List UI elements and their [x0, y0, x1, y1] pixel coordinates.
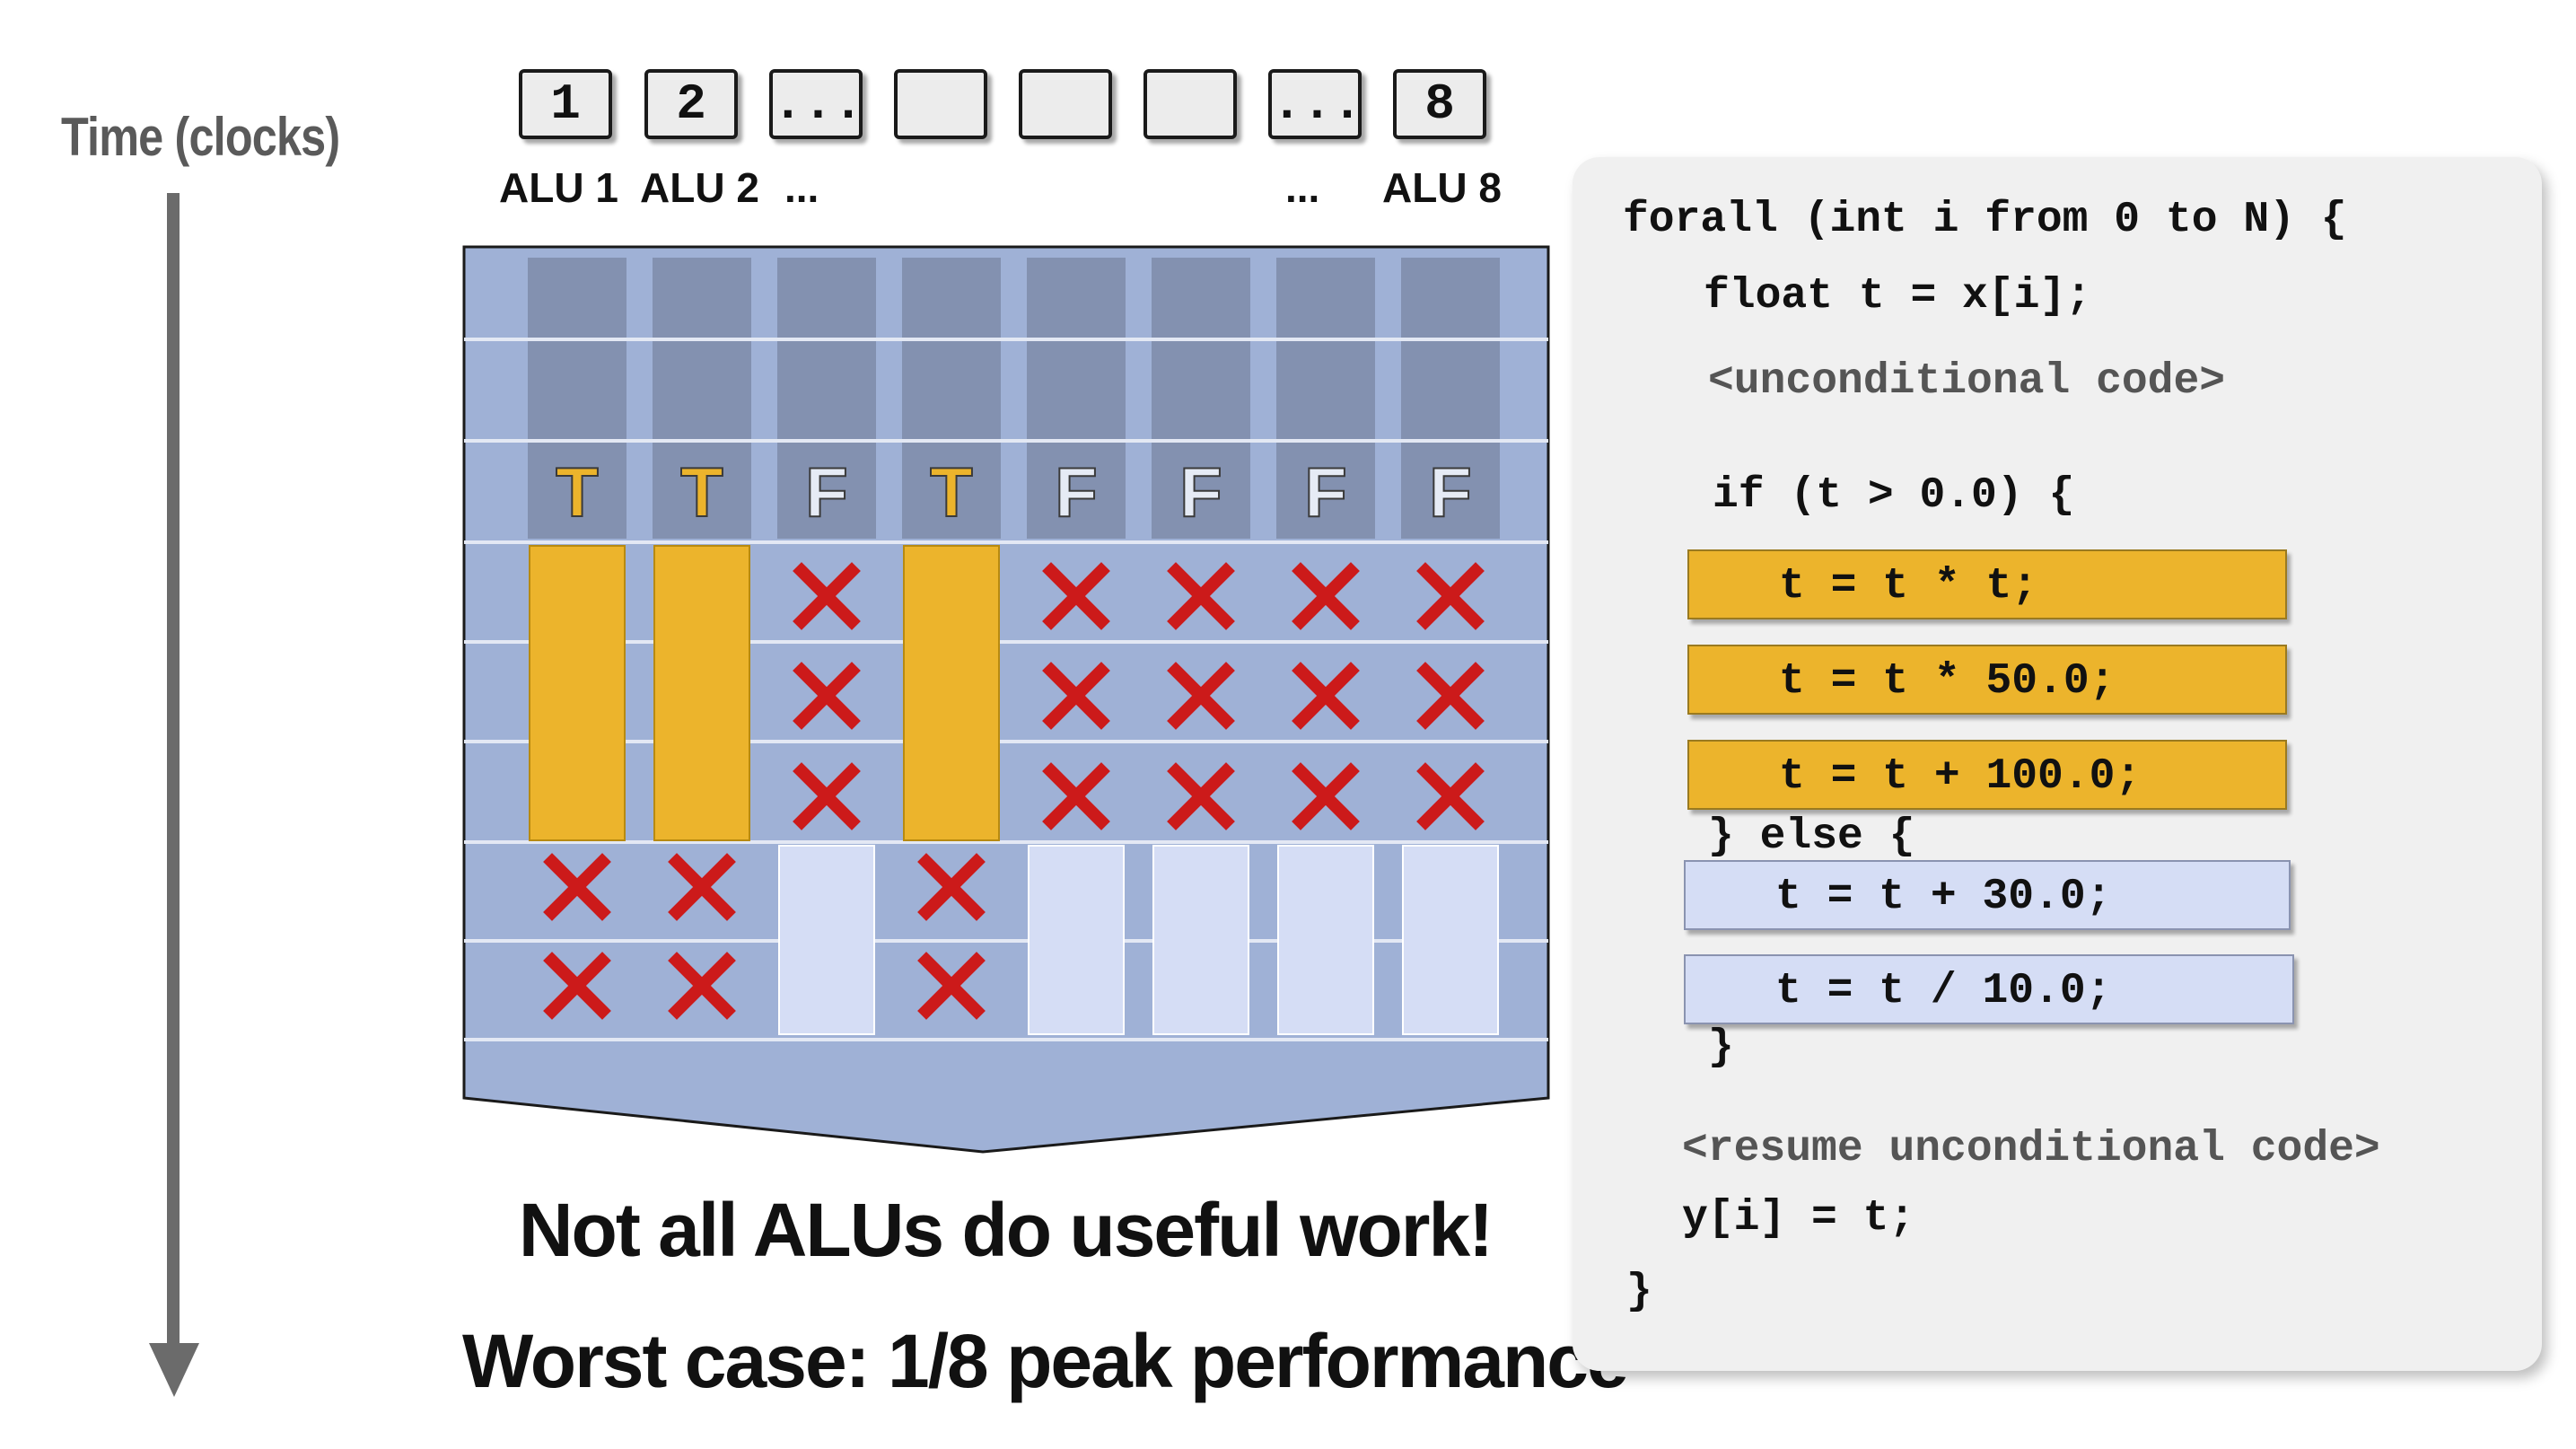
lane-8-else-branch-block	[1402, 845, 1499, 1035]
lane-5-if-masked-1	[1042, 562, 1110, 630]
alu-box-3: ...	[769, 69, 863, 139]
condition-lane-6: F	[1179, 452, 1222, 531]
code-false-line-1: t = t + 30.0;	[1775, 873, 2112, 921]
code-resume-comment: <resume unconditional code>	[1682, 1125, 2380, 1173]
code-false-block-1: t = t + 30.0;	[1684, 860, 2291, 930]
code-assign-line: y[i] = t;	[1682, 1194, 1915, 1243]
caption-useful-work: Not all ALUs do useful work!	[518, 1188, 1494, 1272]
grid-line-2	[464, 439, 1548, 443]
lane-2-unconditional	[653, 258, 751, 539]
lane-8-if-masked-3	[1416, 762, 1485, 830]
grid-line-6	[464, 840, 1548, 844]
code-close-if: }	[1708, 1023, 1734, 1072]
lane-6-if-masked-1	[1167, 562, 1235, 630]
code-true-line-2: t = t * 50.0;	[1779, 657, 2116, 706]
code-close-forall: }	[1626, 1268, 1652, 1316]
caption-worst-case: Worst case: 1/8 peak performance	[462, 1319, 1629, 1403]
code-true-block-1: t = t * t;	[1687, 549, 2287, 619]
alu-label-dots-left: ...	[784, 164, 819, 211]
lane-4-else-masked-1	[917, 853, 986, 921]
lane-6-else-branch-block	[1152, 845, 1249, 1035]
code-true-block-2: t = t * 50.0;	[1687, 645, 2287, 715]
code-forall-line: forall (int i from 0 to N) {	[1623, 196, 2347, 244]
code-load-line: float t = x[i];	[1704, 272, 2092, 321]
grid-line-4	[464, 640, 1548, 644]
condition-lane-1: T	[556, 452, 599, 531]
alu-box-5	[1019, 69, 1112, 139]
lane-6-if-masked-2	[1167, 662, 1235, 730]
condition-lane-8: F	[1429, 452, 1472, 531]
lane-4-unconditional	[902, 258, 1001, 539]
condition-lane-4: T	[930, 452, 973, 531]
lane-4-else-masked-2	[917, 952, 986, 1020]
alu-label-8: ALU 8	[1382, 164, 1502, 211]
lane-2-if-branch-block	[653, 545, 750, 841]
alu-box-2: 2	[644, 69, 738, 139]
code-true-block-3: t = t + 100.0;	[1687, 740, 2287, 810]
time-axis-label: Time (clocks)	[61, 107, 340, 167]
condition-lane-5: F	[1055, 452, 1098, 531]
alu-box-7: ...	[1268, 69, 1362, 139]
time-axis-arrowhead	[149, 1343, 199, 1397]
lane-7-else-branch-block	[1277, 845, 1374, 1035]
grid-line-7	[464, 939, 1548, 943]
lane-2-else-masked-2	[668, 952, 736, 1020]
alu-label-dots-right: ...	[1285, 164, 1320, 211]
lane-1-else-masked-1	[543, 853, 611, 921]
condition-lane-7: F	[1304, 452, 1347, 531]
lane-8-unconditional	[1401, 258, 1500, 539]
condition-lane-2: T	[680, 452, 723, 531]
lane-6-unconditional	[1152, 258, 1250, 539]
lane-7-if-masked-2	[1292, 662, 1360, 730]
lane-3-if-masked-2	[793, 662, 861, 730]
lane-6-if-masked-3	[1167, 762, 1235, 830]
grid-background	[462, 245, 1550, 1154]
code-false-line-2: t = t / 10.0;	[1775, 967, 2112, 1015]
lane-3-unconditional	[777, 258, 876, 539]
lane-3-if-masked-1	[793, 562, 861, 630]
code-true-line-1: t = t * t;	[1779, 562, 2038, 610]
lane-3-else-branch-block	[778, 845, 875, 1035]
lane-5-else-branch-block	[1028, 845, 1125, 1035]
grid-line-8	[464, 1038, 1548, 1041]
lane-4-if-branch-block	[903, 545, 1000, 841]
lane-5-if-masked-2	[1042, 662, 1110, 730]
lane-7-unconditional	[1276, 258, 1375, 539]
lane-3-if-masked-3	[793, 762, 861, 830]
alu-box-6	[1143, 69, 1237, 139]
lane-7-if-masked-3	[1292, 762, 1360, 830]
condition-lane-3: F	[805, 452, 848, 531]
grid-line-3	[464, 540, 1548, 544]
alu-label-1: ALU 1	[499, 164, 618, 211]
code-if-line: if (t > 0.0) {	[1713, 471, 2075, 520]
lane-2-else-masked-1	[668, 853, 736, 921]
lane-8-if-masked-1	[1416, 562, 1485, 630]
grid-line-5	[464, 740, 1548, 743]
lane-5-if-masked-3	[1042, 762, 1110, 830]
alu-box-1: 1	[519, 69, 612, 139]
alu-label-2: ALU 2	[640, 164, 759, 211]
time-axis-line	[167, 193, 180, 1351]
code-false-block-2: t = t / 10.0;	[1684, 954, 2294, 1024]
lane-1-unconditional	[528, 258, 626, 539]
alu-box-8: 8	[1393, 69, 1486, 139]
code-true-line-3: t = t + 100.0;	[1779, 752, 2142, 801]
lane-7-if-masked-1	[1292, 562, 1360, 630]
lane-5-unconditional	[1027, 258, 1126, 539]
code-unconditional-comment: <unconditional code>	[1708, 357, 2226, 406]
lane-8-if-masked-2	[1416, 662, 1485, 730]
lane-1-else-masked-2	[543, 952, 611, 1020]
grid-line-1	[464, 338, 1548, 341]
lane-1-if-branch-block	[529, 545, 626, 841]
code-else-line: } else {	[1708, 812, 1915, 861]
alu-box-4	[894, 69, 987, 139]
